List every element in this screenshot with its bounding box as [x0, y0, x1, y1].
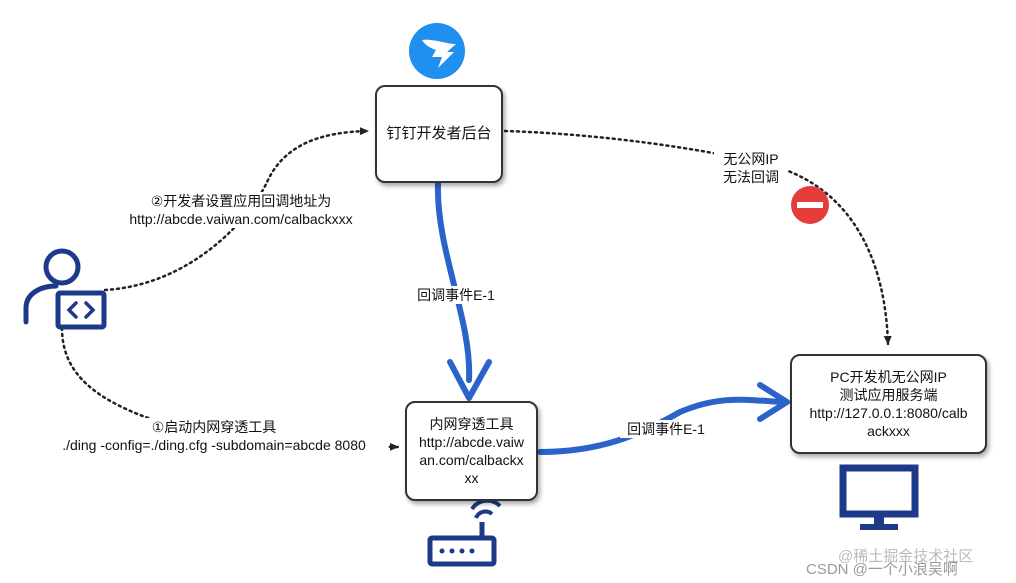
edge-tunnel-to-pc	[537, 396, 786, 455]
label-set-callback-line1: ②开发者设置应用回调地址为	[150, 193, 332, 209]
developer-icon	[23, 248, 107, 330]
watermark-csdn: CSDN @一个小浪吴啊	[806, 561, 958, 578]
router-icon	[427, 498, 502, 567]
label-start-tunnel: ①启动内网穿透工具 ./ding -config=./ding.cfg -sub…	[40, 418, 388, 454]
label-no-public-ip-line1: 无公网IP	[723, 151, 779, 167]
node-tunnel-tool-line4: xx	[464, 470, 479, 486]
node-dingtalk-backend: 钉钉开发者后台	[375, 85, 503, 183]
node-dingtalk-backend-label: 钉钉开发者后台	[386, 125, 492, 142]
node-pc-server-line1: PC开发机无公网IP	[830, 369, 947, 385]
edge-dingtalk-to-tunnel	[434, 181, 473, 383]
arrowhead-down	[447, 359, 492, 401]
monitor-icon	[839, 464, 919, 530]
node-pc-server-line4: ackxxx	[867, 423, 910, 439]
node-pc-server: PC开发机无公网IP 测试应用服务端 http://127.0.0.1:8080…	[790, 354, 987, 454]
node-pc-server-line2: 测试应用服务端	[839, 387, 938, 403]
label-start-tunnel-line1: ①启动内网穿透工具	[151, 419, 277, 435]
node-tunnel-tool-line3: an.com/calbackx	[419, 452, 524, 468]
node-tunnel-tool: 内网穿透工具 http://abcde.vaiw an.com/calbackx…	[405, 401, 538, 501]
node-tunnel-tool-line2: http://abcde.vaiw	[418, 434, 525, 450]
node-pc-server-line3: http://127.0.0.1:8080/calb	[809, 405, 968, 421]
label-no-public-ip: 无公网IP 无法回调	[714, 150, 788, 186]
label-start-tunnel-line2: ./ding -config=./ding.cfg -subdomain=abc…	[62, 437, 366, 453]
label-callback-event-down: 回调事件E-1	[410, 286, 502, 304]
edge-dingtalk-to-pc	[503, 129, 892, 346]
label-set-callback-line2: http://abcde.vaiwan.com/calbackxxx	[129, 211, 353, 227]
stop-icon	[791, 186, 829, 224]
dingtalk-logo-icon	[409, 23, 465, 79]
label-set-callback: ②开发者设置应用回调地址为 http://abcde.vaiwan.com/ca…	[112, 192, 370, 228]
node-tunnel-tool-line1: 内网穿透工具	[429, 416, 514, 432]
label-no-public-ip-line2: 无法回调	[723, 169, 779, 185]
label-callback-event-right: 回调事件E-1	[620, 420, 712, 438]
watermark-overlay: @稀土掘金技术社区	[838, 548, 974, 565]
edge-developer-to-dingtalk	[103, 127, 370, 292]
arrowhead-right	[757, 382, 790, 422]
